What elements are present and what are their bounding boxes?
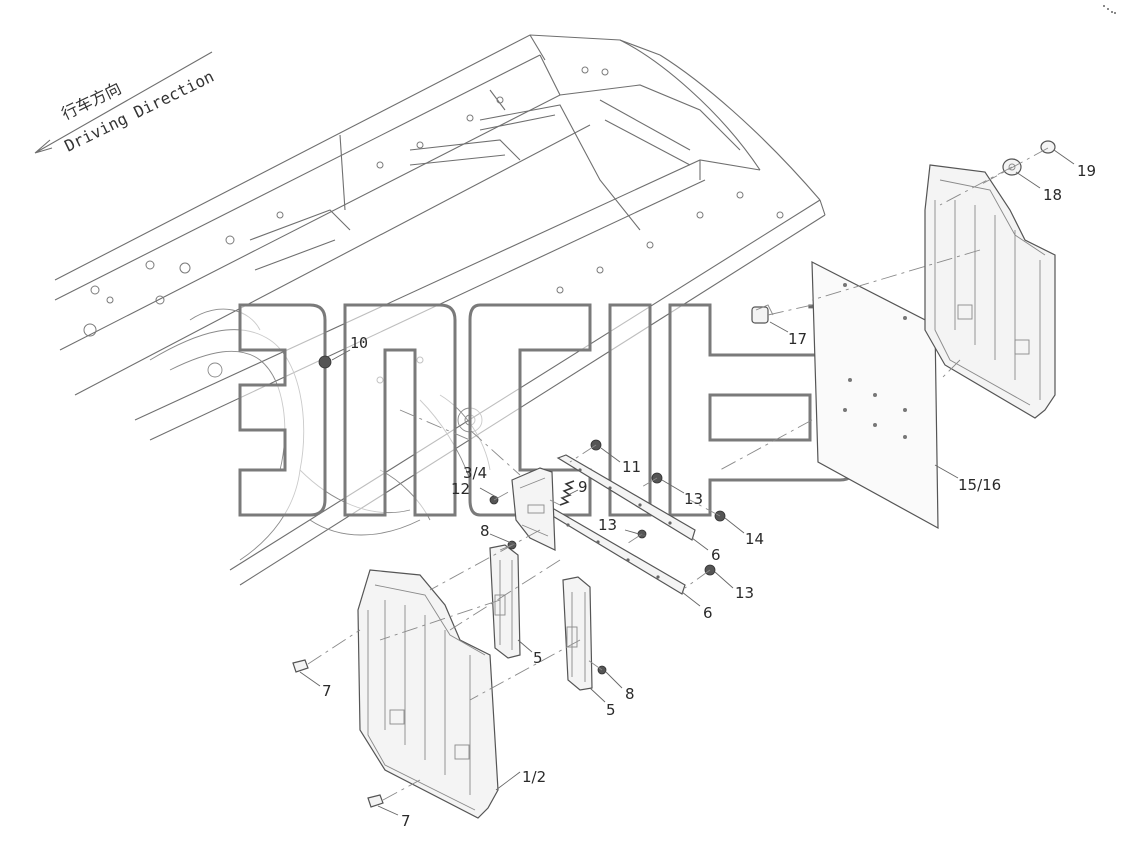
part-bracket-5a (489, 544, 521, 659)
callout-8b: 8 (625, 685, 635, 703)
callout-5b: 5 (606, 701, 616, 719)
corner-mark-icon (1103, 5, 1116, 14)
callout-13b: 13 (598, 516, 617, 534)
callout-13c: 13 (735, 584, 754, 602)
driving-direction-indicator: 行车方向 Driving Direction (34, 51, 217, 156)
callout-18: 18 (1043, 186, 1062, 204)
part-bracket-5b (562, 576, 593, 691)
callout-3-4: 3/4 (463, 464, 487, 482)
direction-arrow-icon (34, 51, 213, 154)
callout-10: 10 (350, 334, 368, 352)
leader-lines (299, 149, 1075, 816)
assembly-lines (307, 147, 1049, 801)
watermark-logo: TM (238, 298, 857, 517)
callout-14: 14 (745, 530, 764, 548)
part-fender-right (924, 164, 1056, 419)
callout-15-16: 15/16 (958, 476, 1001, 494)
fasteners (292, 140, 1056, 808)
callout-7b: 7 (401, 812, 411, 830)
callout-19: 19 (1077, 162, 1096, 180)
callout-labels: 10 11 3/4 12 9 13 13 13 14 8 8 6 6 5 5 7… (322, 162, 1096, 830)
callout-12: 12 (451, 480, 470, 498)
part-mount-plate (511, 467, 556, 551)
callout-1-2: 1/2 (522, 768, 546, 786)
part-fender-left (357, 569, 499, 819)
callout-6a: 6 (711, 546, 721, 564)
part-mudflap-plate (811, 261, 939, 530)
callout-8a: 8 (480, 522, 490, 540)
callout-7a: 7 (322, 682, 332, 700)
callout-13a: 13 (684, 490, 703, 508)
part-rail-6a (556, 454, 696, 541)
callout-17: 17 (788, 330, 807, 348)
callout-6b: 6 (703, 604, 713, 622)
callout-11: 11 (622, 458, 641, 476)
callout-5a: 5 (533, 649, 543, 667)
callout-9: 9 (578, 478, 588, 496)
